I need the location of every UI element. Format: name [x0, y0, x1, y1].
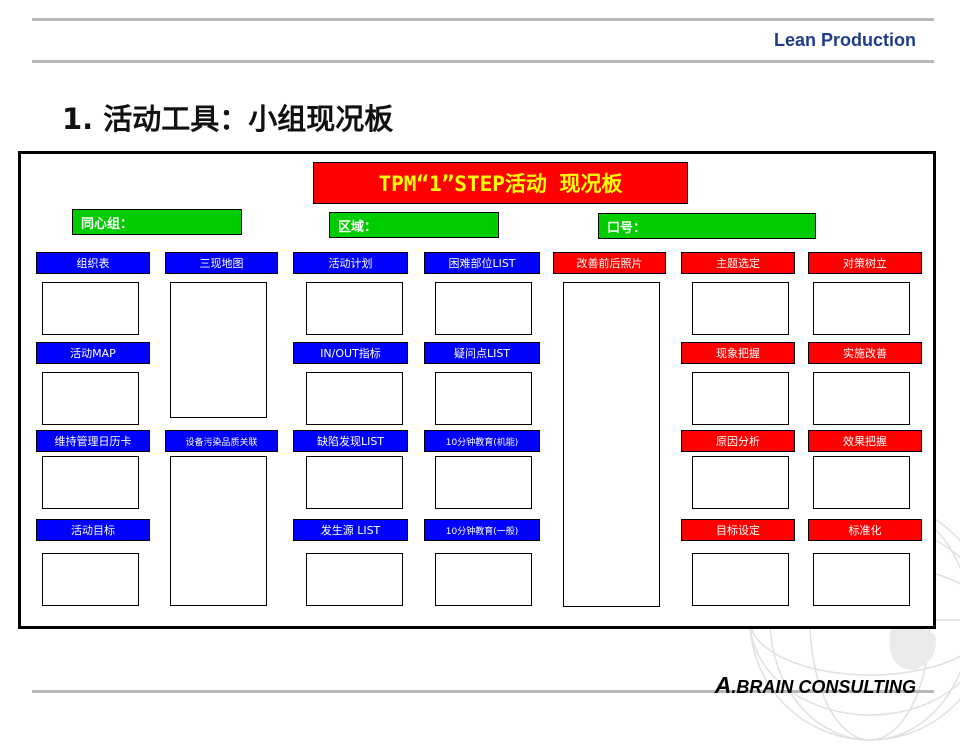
- in-out-indicators-slot: [306, 372, 403, 425]
- page-title: 1. 活动工具：小组现况板: [62, 102, 394, 136]
- label-maintenance-calendar: 维持管理日历卡: [36, 430, 150, 452]
- education-general-slot: [435, 553, 532, 606]
- target-setting-slot: [692, 553, 789, 606]
- label-implement-improvement: 实施改善: [808, 342, 922, 364]
- label-before-after-photos: 改善前后照片: [553, 252, 666, 274]
- label-target-setting: 目标设定: [681, 519, 795, 541]
- label-three-reality-map: 三现地图: [165, 252, 278, 274]
- label-cause-analysis: 原因分析: [681, 430, 795, 452]
- countermeasure-tree-slot: [813, 282, 910, 335]
- label-difficult-parts-list: 困难部位LIST: [424, 252, 540, 274]
- top-divider-line: [32, 18, 934, 21]
- label-equipment-pollution-quality: 设备污染品质关联: [165, 430, 278, 452]
- group-field[interactable]: 同心组：: [72, 209, 242, 235]
- label-standardization: 标准化: [808, 519, 922, 541]
- standardization-slot: [813, 553, 910, 606]
- three-reality-map-slot: [170, 282, 267, 418]
- difficult-parts-slot: [435, 282, 532, 335]
- label-theme-selection: 主题选定: [681, 252, 795, 274]
- label-ten-min-education-machine: 10分钟教育(机能): [424, 430, 540, 452]
- brand-header: Lean Production: [773, 30, 916, 50]
- label-defect-discovery-list: 缺陷发现LIST: [293, 430, 408, 452]
- cause-analysis-slot: [692, 456, 789, 509]
- implement-improvement-slot: [813, 372, 910, 425]
- label-org-chart: 组织表: [36, 252, 150, 274]
- label-activity-map: 活动MAP: [36, 342, 150, 364]
- brand-footer-initial: A: [714, 672, 732, 698]
- theme-selection-slot: [692, 282, 789, 335]
- label-activity-plan: 活动计划: [293, 252, 408, 274]
- label-countermeasure-tree: 对策树立: [808, 252, 922, 274]
- effect-grasp-slot: [813, 456, 910, 509]
- education-machine-slot: [435, 456, 532, 509]
- label-questions-list: 疑问点LIST: [424, 342, 540, 364]
- activity-goal-slot: [42, 553, 139, 606]
- brand-footer: A.BRAIN CONSULTING: [715, 672, 916, 699]
- number-field[interactable]: 口号：: [598, 213, 816, 239]
- label-effect-grasp: 效果把握: [808, 430, 922, 452]
- phenomenon-grasp-slot: [692, 372, 789, 425]
- activity-map-slot: [42, 372, 139, 425]
- label-activity-goal: 活动目标: [36, 519, 150, 541]
- activity-plan-slot: [306, 282, 403, 335]
- footer-divider-line: [32, 690, 934, 693]
- brand-footer-name: .BRAIN CONSULTING: [731, 677, 916, 697]
- before-after-photos-slot: [563, 282, 660, 607]
- label-ten-min-education-general: 10分钟教育(一般): [424, 519, 540, 541]
- board-title: TPM“1”STEP活动 现况板: [313, 162, 688, 204]
- questions-list-slot: [435, 372, 532, 425]
- equipment-pollution-slot: [170, 456, 267, 606]
- area-field[interactable]: 区域：: [329, 212, 499, 238]
- source-list-slot: [306, 553, 403, 606]
- label-source-list: 发生源 LIST: [293, 519, 408, 541]
- label-phenomenon-grasp: 现象把握: [681, 342, 795, 364]
- label-in-out-indicators: IN/OUT指标: [293, 342, 408, 364]
- defect-discovery-slot: [306, 456, 403, 509]
- org-chart-slot: [42, 282, 139, 335]
- maintenance-calendar-slot: [42, 456, 139, 509]
- header-divider-line: [32, 60, 934, 63]
